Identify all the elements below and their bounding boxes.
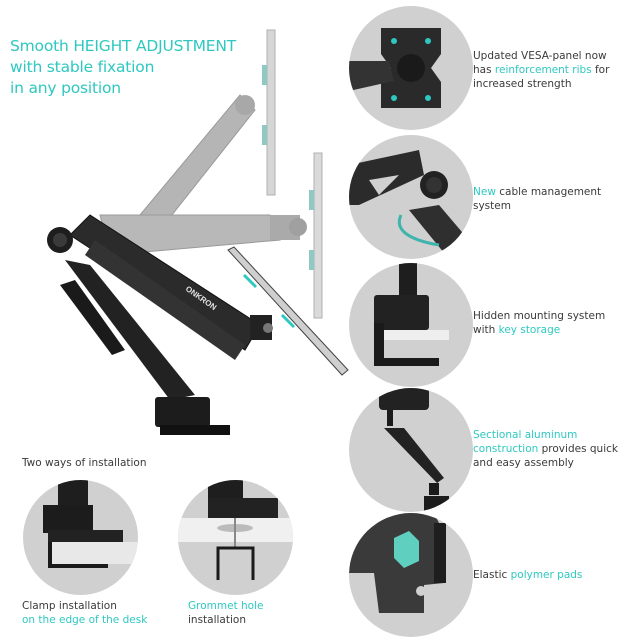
feature-aluminum-construction: Sectional aluminum construction provides… [473,429,618,469]
grommet-caption: Grommet hole installation [188,600,264,626]
aluminum-arm-icon [379,388,449,512]
installation-title: Two ways of installation [22,457,147,469]
mounting-system-image [349,263,473,387]
vesa-panel-icon [349,28,441,108]
feature-mounting-system: Hidden mounting system with key storage [473,310,606,336]
headline-line-2: with stable fixation [10,58,155,76]
clamp-icon [43,480,138,568]
feature-vesa-panel: Updated VESA-panel now has reinforcement… [473,50,610,90]
mounting-system-icon [374,263,449,366]
vesa-panel-image [349,6,473,130]
aluminum-arm-image [349,388,473,512]
clamp-installation-image [23,480,138,595]
cable-management-icon [349,150,473,259]
monitor-arm-illustration: ONKRON [30,25,360,445]
headline-line-3: in any position [10,79,121,97]
feature-polymer-pads: Elastic polymer pads [473,569,583,581]
headline: Smooth HEIGHT ADJUSTMENT with stable fix… [10,36,236,99]
grommet-icon [178,480,293,580]
polymer-pad-icon [349,513,446,613]
feature-cable-management: New cable management system [473,186,602,212]
cable-management-image [349,135,473,259]
grommet-installation-image [178,480,293,595]
headline-line-1: Smooth HEIGHT ADJUSTMENT [10,37,237,55]
polymer-pad-image [349,513,473,637]
clamp-caption: Clamp installation on the edge of the de… [22,600,148,626]
